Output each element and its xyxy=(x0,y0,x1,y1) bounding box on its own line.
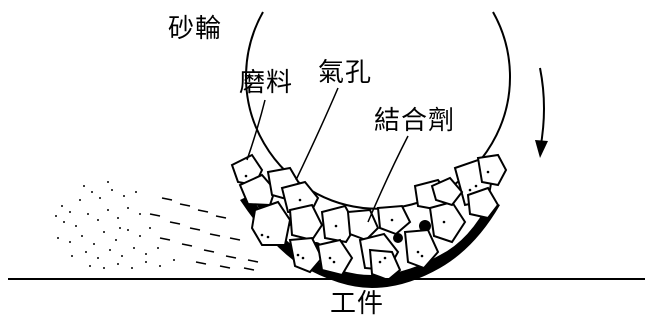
label-pore: 氣孔 xyxy=(318,58,373,88)
abrasive-grains xyxy=(230,153,508,282)
chip-dots xyxy=(55,181,175,269)
label-abrasive: 磨料 xyxy=(239,68,294,98)
pore-leader xyxy=(295,87,339,181)
label-bond: 結合劑 xyxy=(374,106,456,136)
leader-lines xyxy=(246,87,409,223)
label-wheel: 砂輪 xyxy=(168,14,223,44)
grain-dots xyxy=(244,170,490,264)
abrasive-leader xyxy=(246,99,266,161)
bond-leader xyxy=(367,135,409,223)
rotation-arrow xyxy=(539,67,545,151)
chip-dashes xyxy=(149,197,259,271)
rotation-arrowhead xyxy=(535,140,548,158)
label-workpiece: 工件 xyxy=(330,289,385,319)
